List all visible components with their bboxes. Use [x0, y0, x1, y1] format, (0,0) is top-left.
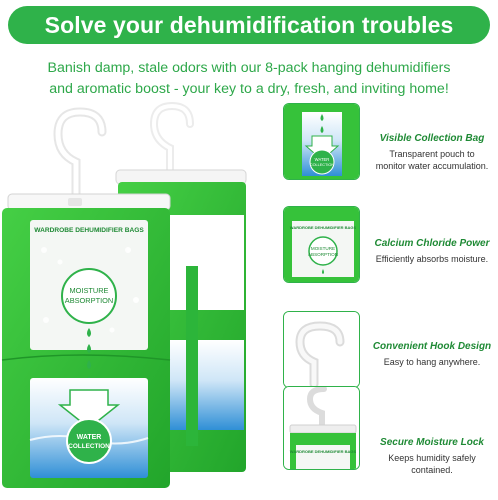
feature-hook: Convenient Hook Design Easy to hang anyw…: [366, 340, 498, 368]
water-label-1: WATER: [77, 434, 102, 441]
feature-thumb-lock: WARDROBE DEHUMIDIFIER BAGS: [283, 386, 360, 470]
collection-bag-icon: WATER COLLECTION: [284, 104, 359, 179]
subtitle-line-2: and aromatic boost - your key to a dry, …: [49, 81, 449, 97]
feature-desc-lock-1: Keeps humidity safely: [388, 453, 476, 463]
feature-lock: Secure Moisture Lock Keeps humidity safe…: [366, 436, 498, 476]
feature-thumb-calcium: WARDROBE DEHUMIDIFIER BAGS MOISTURE ABSO…: [283, 206, 360, 283]
feature-desc-lock-2: contained.: [411, 465, 453, 475]
feature-collection: Visible Collection Bag Transparent pouch…: [366, 132, 498, 172]
bag-label: WARDROBE DEHUMIDIFIER BAGS: [34, 227, 144, 234]
feature-title-lock: Secure Moisture Lock: [380, 437, 484, 448]
calcium-chloride-icon: WARDROBE DEHUMIDIFIER BAGS MOISTURE ABSO…: [284, 207, 359, 282]
feature-thumb-collection: WATER COLLECTION: [283, 103, 360, 180]
feature-desc-collection: Transparent pouch to monitor water accum…: [366, 148, 498, 172]
water-label-2: COLLECTION: [68, 443, 110, 450]
moisture-label-2: ABSORPTION: [65, 296, 113, 305]
product-illustration: WARDROBE DEHUMIDIFIER BAGS MOISTURE ABSO…: [1, 101, 247, 488]
feature-title-collection: Visible Collection Bag: [379, 133, 485, 144]
front-bag: WARDROBE DEHUMIDIFIER BAGS MOISTURE ABSO…: [1, 107, 171, 488]
thumb-bag-label: WARDROBE DEHUMIDIFIER BAGS: [290, 225, 357, 230]
hook-icon: [284, 312, 359, 387]
down-arrow-icon: [57, 389, 121, 429]
thumb-lock-bag-label: WARDROBE DEHUMIDIFIER BAGS: [290, 449, 357, 454]
thumb-moisture-2: ABSORPTION: [308, 252, 338, 257]
feature-desc-calcium: Efficiently absorbs moisture.: [375, 254, 489, 264]
feature-calcium: Calcium Chloride Power Efficiently absor…: [366, 237, 498, 265]
subtitle-line-1: Banish damp, stale odors with our 8-pack…: [47, 60, 451, 76]
feature-desc-lock: Keeps humidity safely contained.: [366, 452, 498, 476]
moisture-lock-icon: WARDROBE DEHUMIDIFIER BAGS: [284, 387, 359, 469]
feature-desc-collection-1: Transparent pouch to: [389, 149, 475, 159]
moisture-label-1: MOISTURE: [69, 286, 108, 295]
title-banner: Solve your dehumidification troubles: [8, 6, 490, 44]
feature-title-calcium: Calcium Chloride Power: [374, 238, 490, 249]
feature-desc-collection-2: monitor water accumulation.: [375, 161, 489, 171]
thumb-moisture-1: MOISTURE: [311, 246, 335, 251]
subtitle: Banish damp, stale odors with our 8-pack…: [14, 58, 484, 100]
feature-desc-hook: Easy to hang anywhere.: [383, 357, 481, 367]
feature-title-hook: Convenient Hook Design: [372, 341, 492, 352]
thumb-water-2: COLLECTION: [310, 163, 335, 167]
thumb-water-1: WATER: [315, 157, 330, 162]
page-title: Solve your dehumidification troubles: [44, 11, 454, 38]
feature-thumb-hook: [283, 311, 360, 388]
